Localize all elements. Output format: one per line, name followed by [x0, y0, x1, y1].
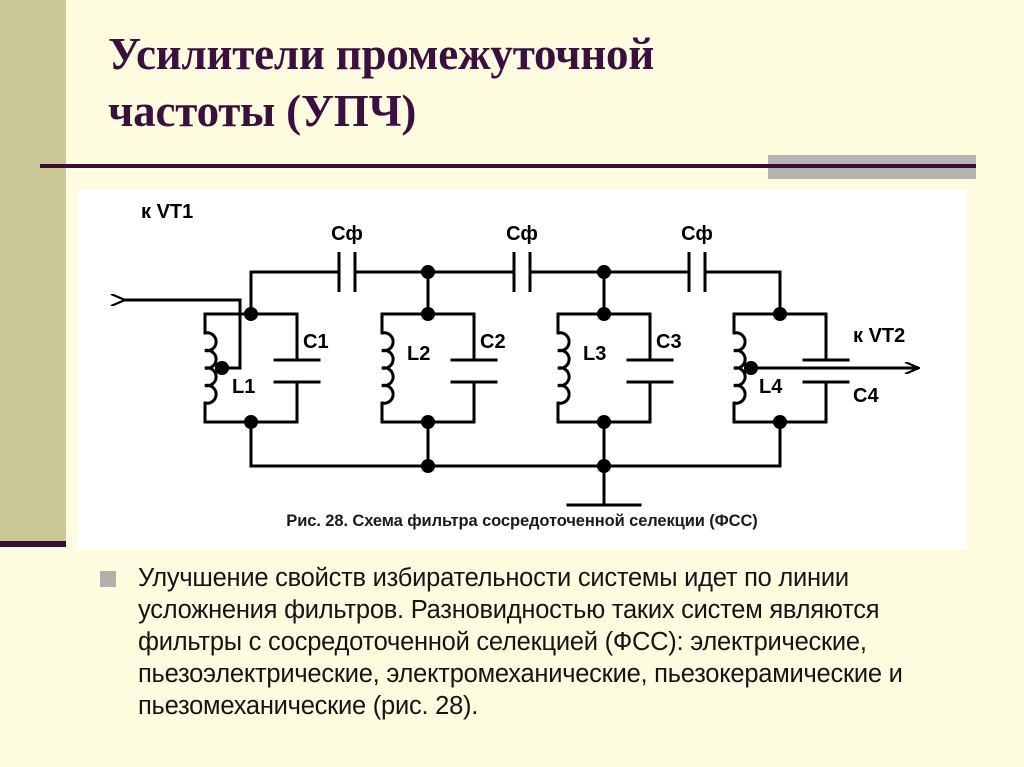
label-coupling-cap-1: Сф — [331, 223, 363, 245]
page-title: Усилители промежуточной частоты (УПЧ) — [108, 26, 828, 139]
label-coupling-cap-3: Сф — [681, 223, 713, 245]
junction-dots — [215, 265, 787, 473]
label-capacitor-c4: C4 — [853, 385, 879, 407]
bullet-paragraph: Улучшение свойств избирательности систем… — [100, 562, 980, 722]
figure-panel: Сф Сф Сф к VT1 к VT2 L1 L2 L3 L4 C1 C2 C… — [77, 190, 967, 550]
page-title-line-2: частоты (УПЧ) — [108, 85, 417, 136]
label-inductor-l1: L1 — [232, 376, 255, 398]
inductor-coil-l2 — [380, 331, 395, 405]
inductor-coil-l4 — [732, 331, 747, 405]
left-accent-bar-underline — [0, 541, 66, 547]
coupling-capacitor-plates — [337, 252, 707, 292]
square-bullet-icon — [100, 571, 116, 587]
inductor-coils — [203, 331, 747, 405]
label-capacitor-c3: C3 — [656, 331, 682, 353]
label-coupling-cap-2: Сф — [506, 223, 538, 245]
bullet-paragraph-text: Улучшение свойств избирательности систем… — [138, 564, 903, 720]
left-accent-bar — [0, 0, 66, 541]
inductor-coil-l1 — [203, 331, 218, 405]
label-output-vt2: к VT2 — [853, 325, 905, 347]
schematic-wires — [203, 270, 850, 507]
label-input-vt1: к VT1 — [141, 201, 193, 223]
figure-caption: Рис. 28. Схема фильтра сосредоточенной с… — [286, 512, 758, 530]
circuit-schematic: Сф Сф Сф к VT1 к VT2 L1 L2 L3 L4 C1 C2 C… — [77, 201, 967, 507]
label-inductor-l2: L2 — [407, 343, 430, 365]
title-divider-rule — [40, 164, 976, 168]
label-inductor-l4: L4 — [759, 376, 783, 398]
label-capacitor-c1: C1 — [303, 331, 329, 353]
schematic-text-labels: Сф Сф Сф к VT1 к VT2 L1 L2 L3 L4 C1 C2 C… — [141, 201, 905, 407]
page-title-line-1: Усилители промежуточной — [108, 29, 655, 79]
label-capacitor-c2: C2 — [480, 331, 506, 353]
inductor-coil-l3 — [556, 331, 571, 405]
label-inductor-l3: L3 — [583, 343, 606, 365]
